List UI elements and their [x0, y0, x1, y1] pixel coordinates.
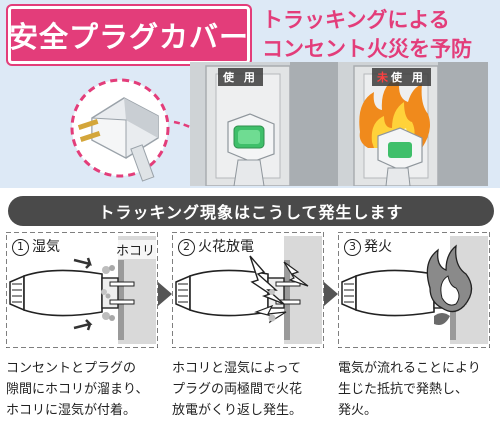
- outlet-with-cover-illustration: [190, 62, 340, 186]
- section-title-bar: トラッキング現象はこうして発生します: [8, 196, 494, 226]
- plug-zoom-illustration: [70, 78, 170, 182]
- stage-2-description: ホコリと湿気によって プラグの両極間で火花 放電がくり返し発生。: [172, 361, 303, 418]
- stage-3-illustration: [338, 232, 490, 348]
- title-box: 安全プラグカバー: [8, 6, 250, 64]
- photo-label-used: 使 用: [218, 68, 263, 86]
- headline-line-1: トラッキングによる: [262, 8, 450, 32]
- stage-3-description: 電気が流れることにより 生じた抵抗で発熱し、 発火。: [338, 361, 481, 418]
- photo-label-unused: 未使 用: [372, 68, 431, 86]
- arrow-right-icon: [158, 282, 172, 306]
- stage-2-illustration: [172, 232, 324, 348]
- headline: トラッキングによる コンセント火災を予防: [262, 6, 498, 64]
- arrow-right-icon: [324, 282, 338, 306]
- stage-1-dust-label: ホコリ: [114, 240, 158, 259]
- stage-1-description: コンセントとプラグの 隙間にホコリが溜まり、 ホコリに湿気が付着。: [6, 361, 149, 418]
- photo-with-cover: [190, 62, 340, 186]
- section-title: トラッキング現象はこうして発生します: [98, 203, 404, 222]
- headline-line-2: コンセント火災を予防: [262, 37, 472, 61]
- page-title: 安全プラグカバー: [9, 20, 250, 54]
- top-banner: 安全プラグカバー トラッキングによる コンセント火災を予防 使 用: [0, 0, 500, 188]
